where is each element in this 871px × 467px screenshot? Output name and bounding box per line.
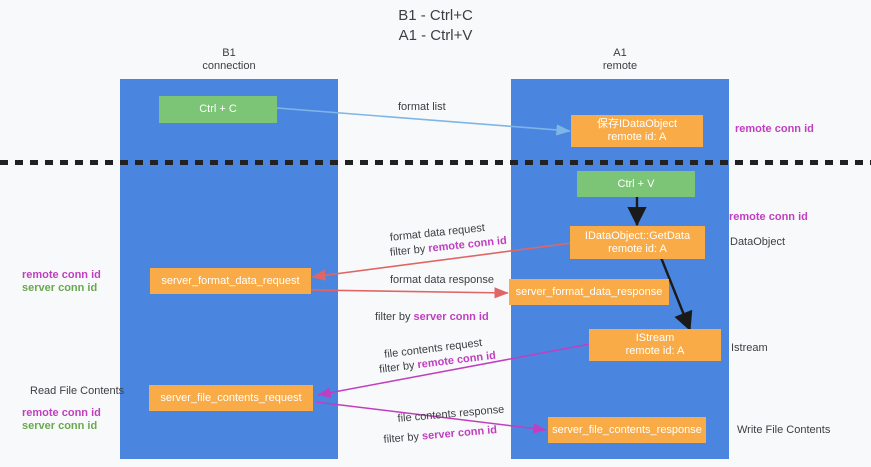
node-istream[interactable]: IStream remote id: A bbox=[589, 329, 721, 361]
node-ctrl-c[interactable]: Ctrl + C bbox=[159, 96, 277, 123]
filter-prefix: filter by bbox=[383, 430, 423, 446]
server-conn-id-key: server conn id bbox=[421, 424, 498, 443]
node-server-format-data-response[interactable]: server_format_data_response bbox=[509, 279, 669, 305]
remote-conn-id-key: remote conn id bbox=[416, 349, 497, 372]
node-server-file-contents-response[interactable]: server_file_contents_response bbox=[548, 417, 706, 443]
filter-prefix: filter by bbox=[375, 311, 414, 323]
server-conn-id-key: server conn id bbox=[413, 311, 489, 323]
filter-prefix: filter by bbox=[378, 359, 419, 376]
edge-label-format-list: format list bbox=[398, 101, 446, 113]
diagram-title: B1 - Ctrl+C A1 - Ctrl+V bbox=[398, 7, 473, 44]
filter-prefix: filter by bbox=[389, 242, 429, 259]
annotation-left-remote-conn-id-bottom: remote conn id bbox=[22, 407, 101, 419]
node-get-data[interactable]: IDataObject::GetData remote id: A bbox=[570, 226, 705, 259]
node-ctrl-v[interactable]: Ctrl + V bbox=[577, 171, 695, 197]
node-data-object-remote[interactable]: 保存IDataObject remote id: A bbox=[571, 115, 703, 147]
node-server-format-data-request[interactable]: server_format_data_request bbox=[150, 268, 311, 294]
remote-conn-id-key: remote conn id bbox=[427, 234, 508, 255]
node-server-file-contents-request[interactable]: server_file_contents_request bbox=[149, 385, 313, 411]
annotation-istream: Istream bbox=[731, 342, 768, 354]
b1-column-header: B1 connection bbox=[202, 47, 256, 72]
annotation-write-file-contents: Write File Contents bbox=[737, 424, 831, 436]
a1-column-header: A1 remote bbox=[602, 47, 638, 72]
phase-divider bbox=[0, 160, 871, 165]
annotation-remote-conn-id-mid: remote conn id bbox=[729, 211, 808, 223]
edge-label-format-data-response: format data response bbox=[390, 274, 494, 286]
annotation-data-object: DataObject bbox=[730, 236, 786, 248]
annotation-left-server-conn-id-bottom: server conn id bbox=[22, 420, 98, 432]
annotation-read-file-contents: Read File Contents bbox=[30, 385, 125, 397]
edge-format-data-response bbox=[310, 287, 509, 299]
edge-label-format-data-response-filter: filter by server conn id bbox=[375, 298, 489, 324]
annotation-left-remote-conn-id-mid: remote conn id bbox=[22, 269, 101, 281]
annotation-left-server-conn-id-mid: server conn id bbox=[22, 282, 98, 294]
annotation-remote-conn-id-top: remote conn id bbox=[735, 123, 814, 135]
